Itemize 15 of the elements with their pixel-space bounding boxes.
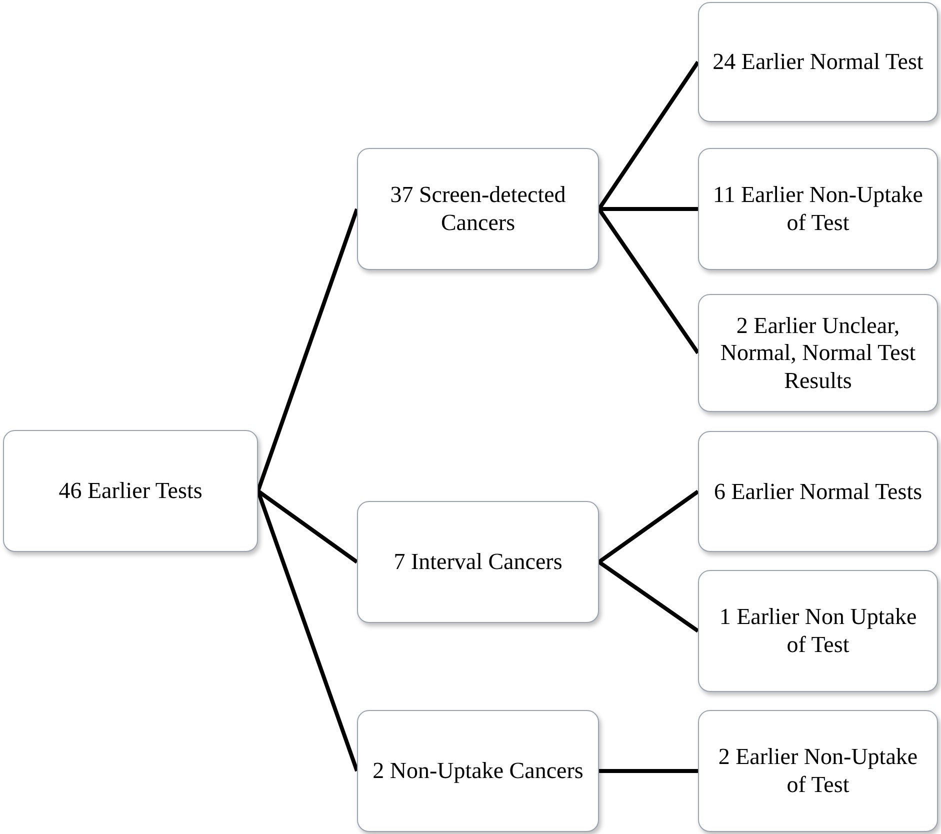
category-box: 24 Earlier Normal Test [698,2,938,122]
category-box: 1 Earlier Non Uptake of Test [698,570,938,692]
category-box: 6 Earlier Normal Tests [698,431,938,552]
category-box: 7 Interval Cancers [357,501,599,623]
connector-line [599,207,698,211]
connector-line [256,208,359,492]
category-box: 2 Earlier Non-Uptake of Test [698,710,938,832]
category-box: 37 Screen-detected Cancers [357,148,599,270]
category-box: 2 Non-Uptake Cancers [357,710,599,832]
connector-line [598,490,700,564]
connector-line [599,769,698,773]
category-box: 2 Earlier Unclear, Normal, Normal Test Results [698,294,938,412]
category-box: 11 Earlier Non-Uptake of Test [698,148,938,270]
category-box: 46 Earlier Tests [3,430,258,552]
connector-line [598,560,700,633]
